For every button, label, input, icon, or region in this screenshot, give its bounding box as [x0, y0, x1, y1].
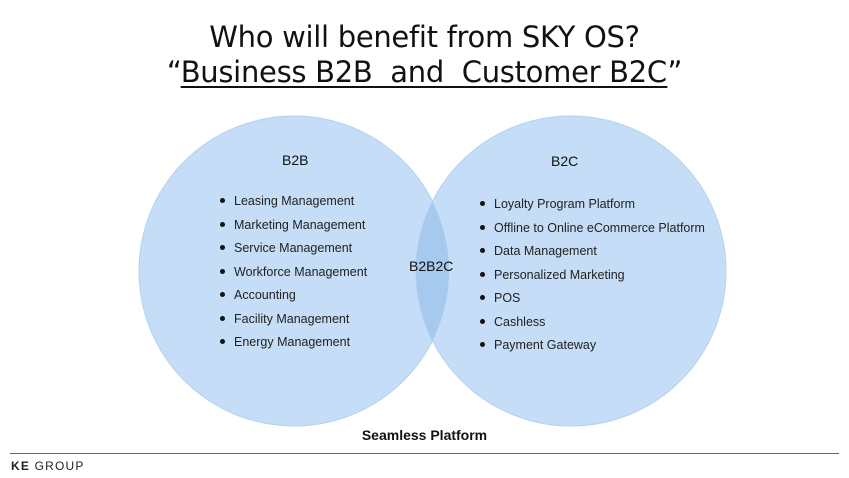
b2b-label: B2B	[282, 152, 309, 168]
b2b-items-list: Leasing Management Marketing Management …	[220, 193, 367, 358]
slide-title-line-1: Who will benefit from SKY OS?	[209, 20, 640, 54]
brand-rest: GROUP	[30, 459, 85, 473]
list-item: Workforce Management	[220, 264, 367, 288]
list-item: Cashless	[480, 314, 705, 338]
seamless-platform-label: Seamless Platform	[361, 427, 488, 443]
list-item: Facility Management	[220, 311, 367, 335]
slide-title-line-2: “Business B2B and Customer B2C”	[0, 55, 849, 89]
list-item: Data Management	[480, 243, 705, 267]
open-quote: “	[166, 55, 181, 89]
footer-divider	[10, 453, 839, 454]
list-item: Leasing Management	[220, 193, 367, 217]
list-item: Marketing Management	[220, 217, 367, 241]
list-item: Accounting	[220, 287, 367, 311]
b2b2c-label: B2B2C	[409, 258, 454, 274]
b2c-label: B2C	[551, 153, 579, 169]
brand-bold: KE	[11, 459, 31, 473]
list-item: Service Management	[220, 240, 367, 264]
list-item: POS	[480, 290, 705, 314]
list-item: Offline to Online eCommerce Platform	[480, 220, 705, 244]
ke-group-logo: KE GROUP	[11, 459, 85, 473]
underlined-subtitle: Business B2B and Customer B2C	[180, 55, 668, 89]
list-item: Loyalty Program Platform	[480, 196, 705, 220]
list-item: Personalized Marketing	[480, 267, 705, 291]
b2c-items-list: Loyalty Program Platform Offline to Onli…	[480, 196, 705, 361]
list-item: Energy Management	[220, 334, 367, 358]
list-item: Payment Gateway	[480, 337, 705, 361]
close-quote: ”	[667, 55, 683, 89]
